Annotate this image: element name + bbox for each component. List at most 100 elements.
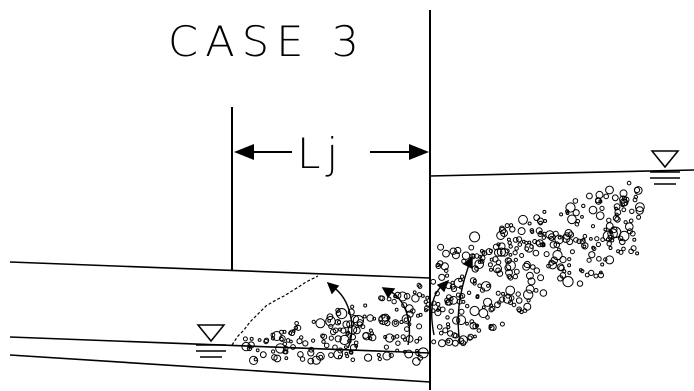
- bubble: [497, 300, 502, 305]
- bubble: [308, 346, 315, 353]
- bubble: [538, 230, 543, 235]
- bubble: [295, 324, 302, 331]
- bubble: [508, 244, 513, 249]
- bubble: [535, 239, 544, 248]
- bubble: [559, 212, 564, 217]
- bubble: [489, 267, 493, 272]
- bubble: [612, 214, 620, 222]
- bubble: [282, 345, 289, 352]
- bubble: [588, 205, 598, 215]
- bubble: [257, 338, 262, 342]
- bubble: [452, 316, 461, 325]
- bubble: [616, 249, 621, 254]
- bubble: [284, 356, 289, 361]
- bubble: [430, 278, 437, 285]
- bubble: [527, 277, 536, 286]
- bubble: [395, 340, 401, 346]
- bubble: [508, 253, 513, 257]
- bubble: [337, 354, 343, 360]
- arrow-left-icon: [234, 144, 292, 160]
- bubble: [559, 272, 567, 279]
- bubble: [499, 321, 505, 327]
- bubble: [512, 273, 518, 280]
- bubble: [362, 314, 367, 319]
- bubble: [457, 337, 465, 345]
- bubble: [372, 316, 377, 321]
- bubble: [523, 289, 534, 300]
- bubble: [591, 245, 596, 250]
- bubble: [435, 301, 441, 307]
- bubble: [336, 320, 342, 325]
- bubble: [591, 246, 597, 251]
- bubble: [425, 301, 432, 308]
- bubble: [505, 260, 516, 271]
- bubble: [472, 278, 477, 283]
- bubble: [580, 269, 585, 274]
- diagram-title: CASE 3: [168, 17, 366, 66]
- bubble: [495, 290, 501, 296]
- bubble: [476, 328, 482, 333]
- bubble: [580, 215, 584, 219]
- bubble: [526, 298, 531, 303]
- bubble: [451, 339, 459, 347]
- bubble: [572, 209, 580, 217]
- bubble: [504, 264, 512, 272]
- bubble: [423, 308, 429, 313]
- bubble: [522, 308, 528, 313]
- bubble: [529, 228, 535, 233]
- bubble: [501, 291, 505, 296]
- bubble: [436, 324, 443, 330]
- bubble: [404, 349, 414, 359]
- bubble: [504, 248, 510, 254]
- bubble: [558, 264, 565, 272]
- bubble: [513, 268, 520, 275]
- bubble: [391, 298, 397, 305]
- bubble: [502, 294, 513, 304]
- bubble: [533, 267, 540, 274]
- bubble: [576, 280, 584, 287]
- bubble: [600, 237, 606, 243]
- bubble: [412, 357, 421, 366]
- bubble: [249, 355, 259, 365]
- bubble: [424, 305, 430, 312]
- bubble: [512, 237, 519, 243]
- bubble: [442, 327, 449, 334]
- water-surface-symbol: [196, 324, 226, 358]
- bubble: [449, 295, 458, 305]
- bubble: [412, 290, 417, 295]
- bubble: [481, 305, 486, 310]
- bubble: [540, 242, 545, 248]
- bubble: [474, 323, 480, 328]
- bubble: [442, 249, 450, 258]
- bubble: [487, 262, 493, 268]
- bubble: [403, 317, 409, 323]
- bubble: [507, 240, 512, 246]
- bubble: [567, 263, 572, 268]
- bubble: [247, 341, 255, 349]
- bubble: [307, 357, 315, 365]
- bubble: [259, 351, 267, 359]
- curved-flow-arrow-icon: [381, 287, 411, 346]
- bubble: [350, 304, 355, 309]
- bubble: [605, 185, 614, 195]
- bubble: [473, 334, 477, 339]
- bubble: [526, 271, 534, 280]
- bubble: [636, 214, 642, 220]
- bubble: [469, 321, 478, 330]
- curved-flow-arrow-icon: [431, 279, 450, 336]
- bubble: [499, 225, 505, 231]
- bubble: [376, 353, 381, 357]
- bubble: [466, 290, 472, 295]
- bubble: [515, 297, 523, 304]
- bubble: [608, 246, 613, 250]
- curved-flow-arrow-icon: [457, 255, 473, 344]
- bubble: [518, 214, 528, 225]
- bubble: [447, 330, 454, 337]
- bubble: [581, 237, 586, 242]
- bubble: [459, 274, 465, 279]
- water-surface-symbol: [650, 150, 680, 185]
- bubble: [350, 357, 356, 363]
- bubble: [617, 235, 624, 242]
- bubble: [403, 292, 411, 300]
- bubble: [507, 275, 514, 281]
